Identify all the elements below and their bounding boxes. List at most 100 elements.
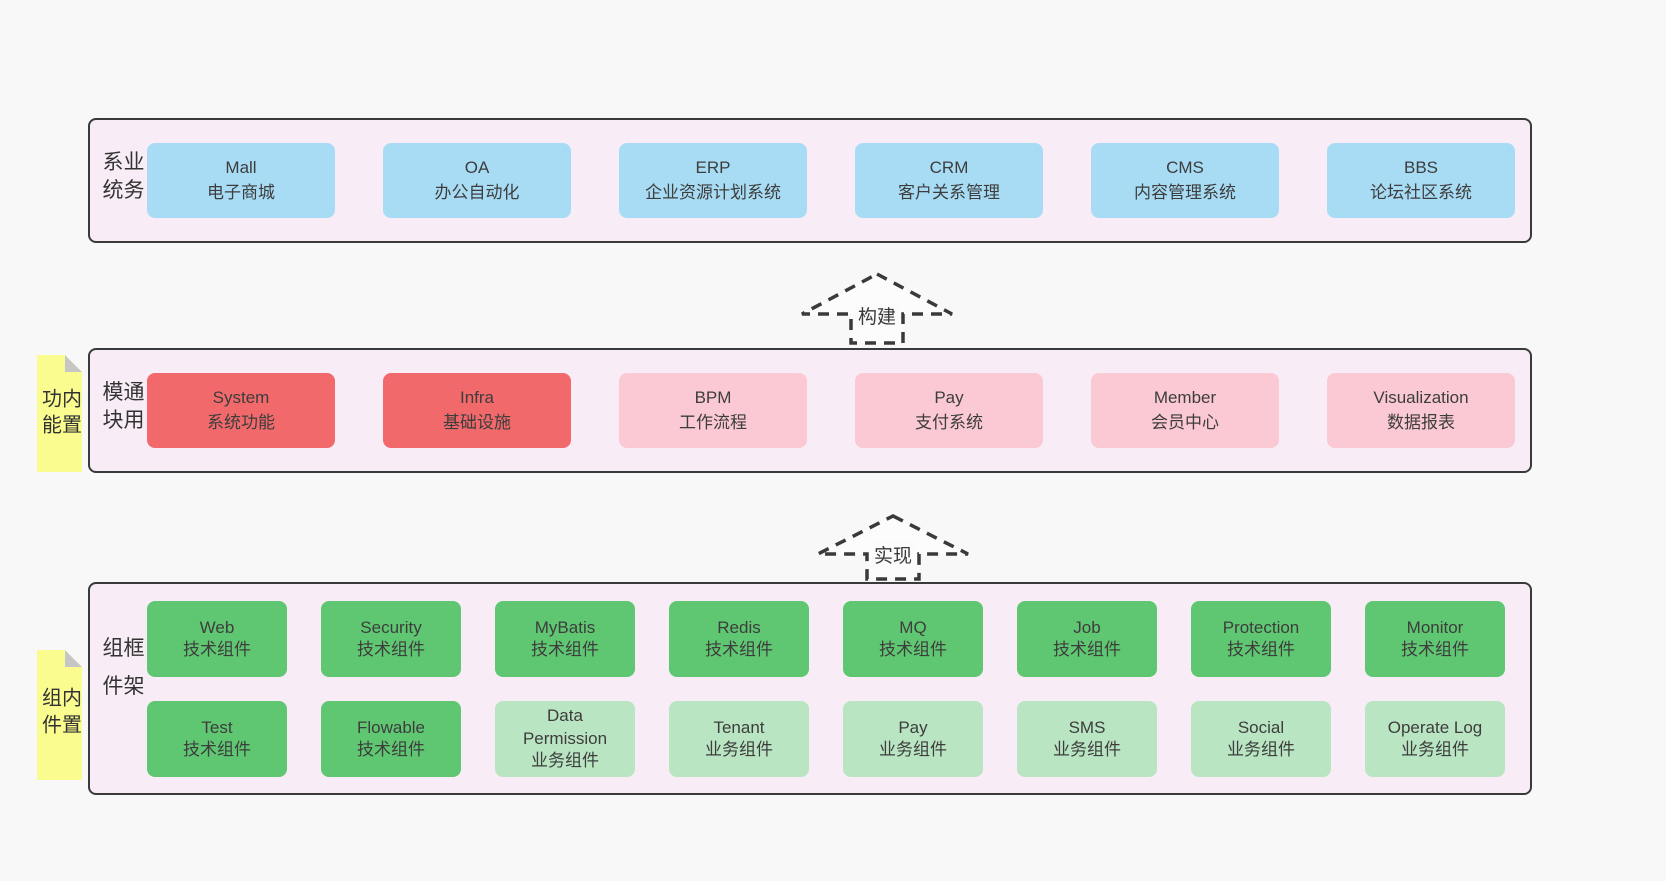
box-subtitle: 业务组件	[1053, 740, 1121, 759]
box-security: Security 技术组件	[321, 601, 461, 677]
box-bbs: BBS 论坛社区系统	[1327, 143, 1515, 218]
built-in-functions-tab: 内置功能	[37, 355, 82, 472]
framework-components-layer: 框架组件 Web 技术组件 Security 技术组件 MyBatis 技术组件…	[88, 582, 1532, 795]
framework-layer-label: 框架组件	[100, 636, 144, 713]
box-test: Test 技术组件	[147, 701, 287, 777]
box-title: Social	[1237, 717, 1285, 737]
box-subtitle: 业务组件	[705, 740, 773, 759]
box-job: Job 技术组件	[1017, 601, 1157, 677]
box-title: Pay	[934, 387, 964, 407]
box-title: OA	[464, 157, 490, 177]
built-in-components-label: 内置组件	[38, 686, 81, 741]
box-subtitle: 论坛社区系统	[1370, 182, 1472, 202]
box-title: Member	[1153, 387, 1217, 407]
box-crm: CRM 客户关系管理	[855, 143, 1043, 218]
business-layer-label: 业务系统	[100, 150, 144, 207]
box-title: Web	[199, 617, 235, 637]
box-protection: Protection 技术组件	[1191, 601, 1331, 677]
box-subtitle: 工作流程	[679, 412, 747, 432]
box-subtitle: 基础设施	[443, 412, 511, 432]
box-web: Web 技术组件	[147, 601, 287, 677]
implement-arrow: 实现	[815, 514, 971, 582]
box-title: CRM	[929, 157, 969, 177]
box-mybatis: MyBatis 技术组件	[495, 601, 635, 677]
box-system: System 系统功能	[147, 373, 335, 448]
box-infra: Infra 基础设施	[383, 373, 571, 448]
box-subtitle: 技术组件	[1401, 640, 1469, 659]
box-subtitle: 业务组件	[531, 751, 599, 771]
box-member: Member 会员中心	[1091, 373, 1279, 448]
box-erp: ERP 企业资源计划系统	[619, 143, 807, 218]
box-title: Redis	[717, 617, 761, 637]
box-title: MyBatis	[534, 617, 596, 637]
box-title: Pay	[898, 717, 928, 737]
box-subtitle: 系统功能	[207, 412, 275, 432]
box-title: Security	[360, 617, 422, 637]
box-sms: SMS 业务组件	[1017, 701, 1157, 777]
box-subtitle: 技术组件	[1227, 640, 1295, 659]
box-bpm: BPM 工作流程	[619, 373, 807, 448]
box-subtitle: 办公自动化	[434, 182, 520, 202]
box-oa: OA 办公自动化	[383, 143, 571, 218]
box-title: Infra	[459, 387, 495, 407]
box-subtitle: 客户关系管理	[898, 182, 1000, 202]
box-subtitle: 技术组件	[183, 640, 251, 659]
box-title: BPM	[694, 387, 732, 407]
box-subtitle: 技术组件	[531, 640, 599, 659]
box-title: Tenant	[713, 717, 765, 737]
build-arrow: 构建	[799, 272, 955, 346]
business-systems-layer: 业务系统 Mall 电子商城 OA 办公自动化 ERP 企业资源计划系统 CRM…	[88, 118, 1532, 243]
box-title: SMS	[1068, 717, 1106, 737]
box-subtitle: 支付系统	[915, 412, 983, 432]
box-subtitle: 电子商城	[207, 182, 275, 202]
box-title: Mall	[225, 157, 257, 177]
box-subtitle: 业务组件	[1401, 740, 1469, 759]
implement-arrow-label: 实现	[870, 541, 916, 568]
box-title: Job	[1073, 617, 1101, 637]
business-boxes-row: Mall 电子商城 OA 办公自动化 ERP 企业资源计划系统 CRM 客户关系…	[90, 120, 1530, 241]
box-data-permission: Data Permission 业务组件	[495, 701, 635, 777]
modules-layer-label: 通用模块	[100, 380, 144, 437]
folded-corner-icon	[65, 355, 82, 372]
modules-boxes-row: System 系统功能 Infra 基础设施 BPM 工作流程 Pay 支付系统…	[90, 350, 1530, 471]
box-title: Operate Log	[1387, 717, 1483, 737]
box-cms: CMS 内容管理系统	[1091, 143, 1279, 218]
box-title: Protection	[1222, 617, 1300, 637]
build-arrow-label: 构建	[854, 302, 900, 329]
built-in-functions-label: 内置功能	[38, 387, 81, 440]
framework-boxes-grid: Web 技术组件 Security 技术组件 MyBatis 技术组件 Redi…	[147, 601, 1505, 777]
box-subtitle: 业务组件	[879, 740, 947, 759]
box-redis: Redis 技术组件	[669, 601, 809, 677]
box-title: Data Permission	[522, 706, 608, 748]
box-subtitle: 业务组件	[1227, 740, 1295, 759]
box-operate-log: Operate Log 业务组件	[1365, 701, 1505, 777]
box-subtitle: 技术组件	[705, 640, 773, 659]
box-title: BBS	[1403, 157, 1439, 177]
folded-corner-icon	[65, 650, 82, 667]
box-pay-module: Pay 支付系统	[855, 373, 1043, 448]
box-title: Flowable	[356, 717, 426, 737]
box-tenant: Tenant 业务组件	[669, 701, 809, 777]
box-title: MQ	[899, 617, 927, 637]
box-subtitle: 企业资源计划系统	[645, 182, 781, 202]
box-subtitle: 技术组件	[183, 740, 251, 759]
built-in-components-tab: 内置组件	[37, 650, 82, 780]
box-title: Test	[201, 717, 233, 737]
box-subtitle: 技术组件	[879, 640, 947, 659]
box-visualization: Visualization 数据报表	[1327, 373, 1515, 448]
box-mall: Mall 电子商城	[147, 143, 335, 218]
box-title: ERP	[695, 157, 731, 177]
box-monitor: Monitor 技术组件	[1365, 601, 1505, 677]
box-subtitle: 内容管理系统	[1134, 182, 1236, 202]
box-subtitle: 技术组件	[357, 640, 425, 659]
box-title: Monitor	[1406, 617, 1464, 637]
box-subtitle: 数据报表	[1387, 412, 1455, 432]
box-title: Visualization	[1373, 387, 1469, 407]
box-subtitle: 会员中心	[1151, 412, 1219, 432]
box-pay-component: Pay 业务组件	[843, 701, 983, 777]
box-flowable: Flowable 技术组件	[321, 701, 461, 777]
box-subtitle: 技术组件	[357, 740, 425, 759]
box-mq: MQ 技术组件	[843, 601, 983, 677]
common-modules-layer: 通用模块 System 系统功能 Infra 基础设施 BPM 工作流程 Pay…	[88, 348, 1532, 473]
box-title: System	[212, 387, 270, 407]
